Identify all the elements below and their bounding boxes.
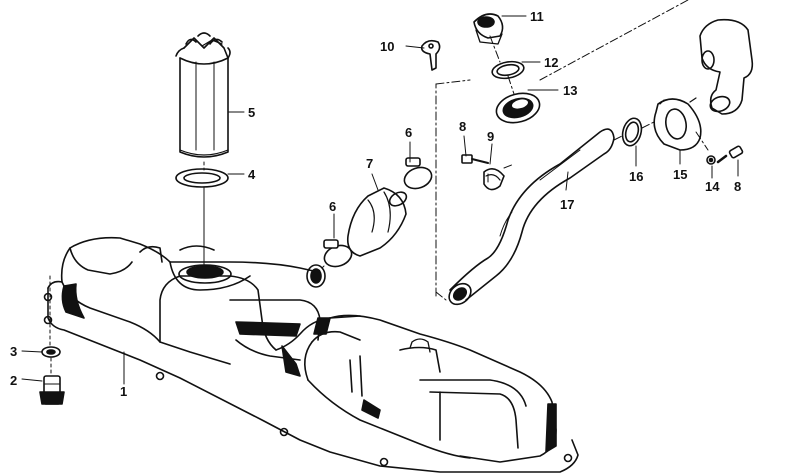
filler-pipe [448, 128, 615, 306]
filler-neck-ring [495, 92, 541, 124]
fuel-tank [43, 236, 579, 473]
callout-5: 5 [248, 105, 256, 120]
leader-lines [21, 15, 739, 385]
callout-14: 14 [705, 179, 720, 194]
sender-unit [175, 32, 231, 158]
callout-8-right: 8 [734, 179, 742, 194]
callout-6-lower: 6 [329, 199, 337, 214]
callout-1: 1 [120, 384, 128, 399]
flange-bolt-left [39, 375, 65, 405]
assembly-lines [435, 0, 709, 301]
flange-bolt-right [716, 145, 744, 164]
connecting-hose [346, 187, 408, 257]
callout-16: 16 [629, 169, 644, 184]
sealing-ring [621, 117, 643, 147]
callout-7: 7 [366, 156, 374, 171]
callout-11: 11 [530, 9, 544, 24]
callout-3: 3 [10, 344, 18, 359]
flange-washer [706, 155, 716, 165]
pipe-bracket [483, 168, 505, 191]
callout-8-left: 8 [459, 119, 467, 134]
flange-washer-left [41, 346, 61, 358]
callout-10: 10 [380, 39, 395, 54]
callout-17: 17 [560, 197, 575, 212]
cap-gasket [491, 60, 525, 80]
sender-gasket [175, 168, 229, 188]
bracket-screw [461, 154, 489, 164]
filler-cap [473, 13, 504, 45]
callout-9: 9 [487, 129, 495, 144]
cap-key [420, 39, 441, 71]
callout-12: 12 [544, 55, 559, 70]
mounting-flange [653, 97, 702, 151]
hose-clamp-lower [323, 239, 353, 268]
hose-clamp-upper [403, 157, 433, 190]
callout-13: 13 [563, 83, 578, 98]
vent-pipe [699, 18, 754, 115]
callout-6-upper: 6 [405, 125, 413, 140]
callout-2: 2 [10, 373, 18, 388]
callout-4: 4 [248, 167, 256, 182]
callout-15: 15 [673, 167, 688, 182]
